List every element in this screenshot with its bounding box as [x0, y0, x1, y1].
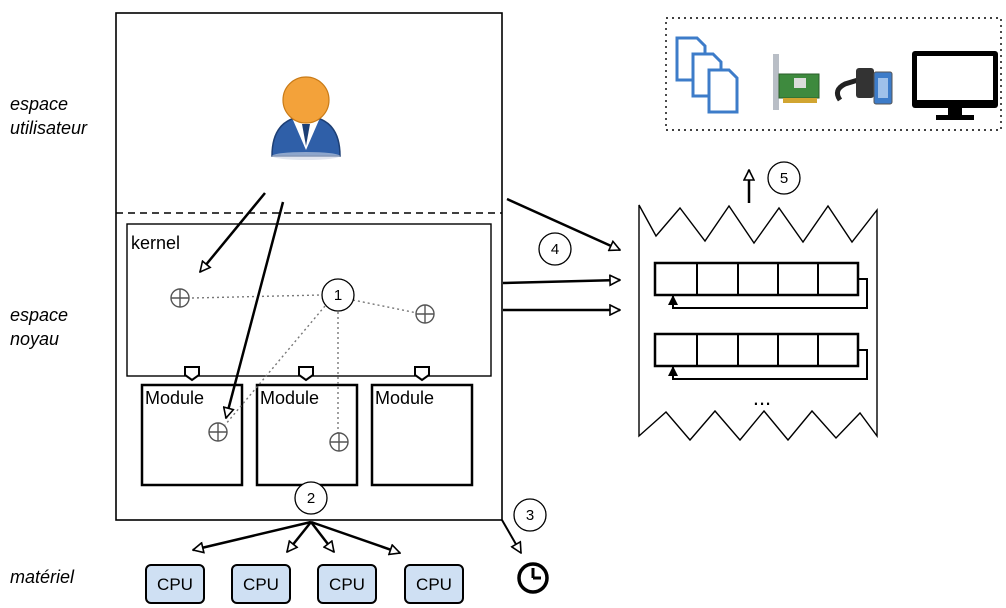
cpu-label-1: CPU: [157, 575, 193, 594]
network-card-icon: [773, 54, 820, 110]
user-avatar-icon: [271, 76, 341, 160]
cpu-box-2: [231, 564, 291, 604]
cpu-label-2: CPU: [243, 575, 279, 594]
kernel-label: kernel: [131, 233, 180, 253]
module-connector-1: [184, 366, 200, 382]
cpu-label-3: CPU: [329, 575, 365, 594]
serial-connector-icon: [834, 68, 893, 105]
module-label-2: Module: [260, 388, 319, 408]
module-connector-3: [414, 366, 430, 382]
step-5-badge: [767, 161, 801, 195]
step-3-number: 3: [526, 507, 534, 524]
system-box: [115, 12, 503, 521]
ring-buffer-1: [653, 261, 868, 309]
monitor-icon: [912, 51, 998, 120]
module-box-3: [370, 383, 474, 487]
step-1-number: 1: [334, 287, 342, 304]
cpu-dispatch-arrows: [193, 520, 400, 553]
hook-point-icon: [329, 432, 349, 452]
hook-point-icon: [208, 422, 228, 442]
step-5-number: 5: [780, 170, 788, 187]
kernel-space-label-line2: noyau: [10, 329, 59, 349]
user-space-label-line2: utilisateur: [10, 118, 88, 138]
step-1-badge: [321, 278, 355, 312]
step-2-number: 2: [307, 490, 315, 507]
step-2-badge: [294, 481, 328, 515]
output-devices-box: [665, 17, 1002, 131]
hardware-label: matériel: [10, 567, 75, 587]
step-4-badge: [538, 232, 572, 266]
timer-arrow: [501, 519, 521, 553]
kernel-space-label-line1: espace: [10, 305, 68, 325]
module-connector-2: [298, 366, 314, 382]
clock-icon: [517, 562, 549, 594]
cpu-box-4: [404, 564, 464, 604]
hook-point-icon: [415, 304, 435, 324]
step-4-number: 4: [551, 241, 559, 258]
user-to-module-hook-arrow: [226, 201, 285, 418]
more-buffers-ellipsis: ...: [753, 385, 771, 410]
user-to-kernel-hook-arrow: [200, 192, 266, 272]
hook-links: [191, 294, 418, 434]
cpu-label-4: CPU: [416, 575, 452, 594]
module-label-1: Module: [145, 388, 204, 408]
module-label-3: Module: [375, 388, 434, 408]
step-3-badge: [513, 498, 547, 532]
ring-buffer-2: [653, 332, 868, 380]
copy-files-icon: [675, 36, 739, 114]
cpu-box-1: [145, 564, 205, 604]
user-space-label-line1: espace: [10, 94, 68, 114]
hook-point-icon: [170, 288, 190, 308]
buffer-arrows: [502, 197, 620, 310]
cpu-box-3: [317, 564, 377, 604]
